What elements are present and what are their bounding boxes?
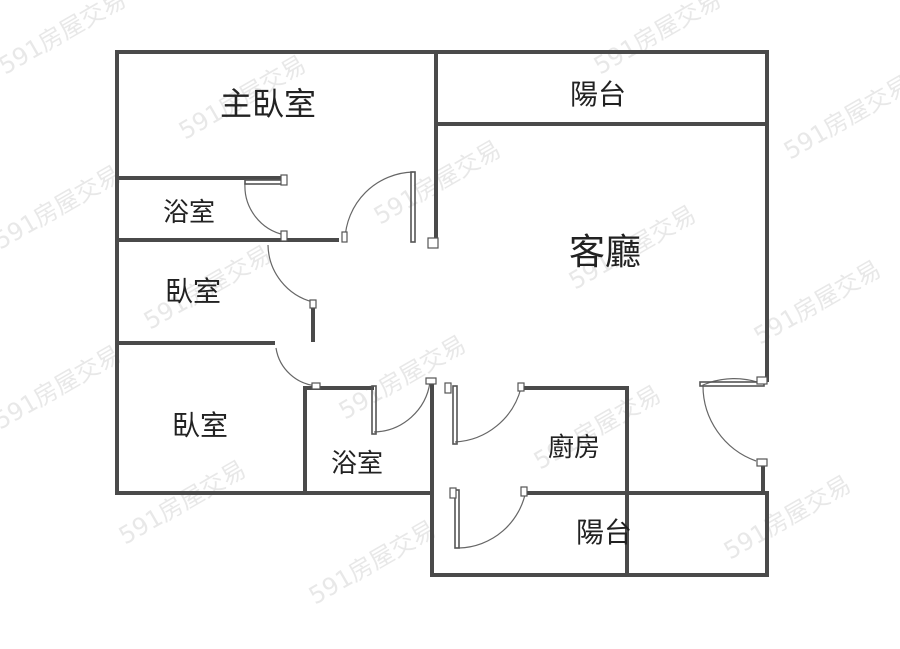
walls xyxy=(115,50,769,577)
balcony-bottom-door xyxy=(449,486,528,549)
kitchen-door xyxy=(444,382,525,445)
watermark: 591房屋交易 xyxy=(334,330,471,425)
bathroom-2-label: 浴室 xyxy=(331,449,383,479)
watermark: 591房屋交易 xyxy=(779,70,900,165)
bedroom-1-door xyxy=(267,244,317,309)
watermark: 591房屋交易 xyxy=(589,0,726,80)
watermark: 591房屋交易 xyxy=(304,515,441,610)
entrance-door xyxy=(699,376,768,467)
kitchen-label: 廚房 xyxy=(548,433,600,463)
watermark: 591房屋交易 xyxy=(719,470,856,565)
balcony-bottom-label: 陽台 xyxy=(576,516,632,549)
watermark: 591房屋交易 xyxy=(749,255,886,350)
balcony-top-label: 陽台 xyxy=(570,78,626,111)
master-bedroom-door xyxy=(341,171,439,249)
watermark: 591房屋交易 xyxy=(0,160,126,255)
watermark: 591房屋交易 xyxy=(114,455,251,550)
bathroom-1-label: 浴室 xyxy=(163,198,215,228)
master-bedroom-label: 主臥室 xyxy=(220,85,316,123)
bedroom-2-door xyxy=(275,347,321,390)
room-labels: 主臥室 陽台 浴室 客廳 臥室 臥室 浴室 廚房 陽台 xyxy=(163,78,641,549)
living-room-label: 客廳 xyxy=(569,232,641,273)
bathroom-2-door xyxy=(371,377,437,435)
bedroom-1-label: 臥室 xyxy=(165,275,221,308)
bedroom-2-label: 臥室 xyxy=(172,409,228,442)
watermark: 591房屋交易 xyxy=(0,340,126,435)
watermark: 591房屋交易 xyxy=(0,0,131,80)
bathroom-1-door xyxy=(244,174,288,242)
doors xyxy=(244,171,768,549)
